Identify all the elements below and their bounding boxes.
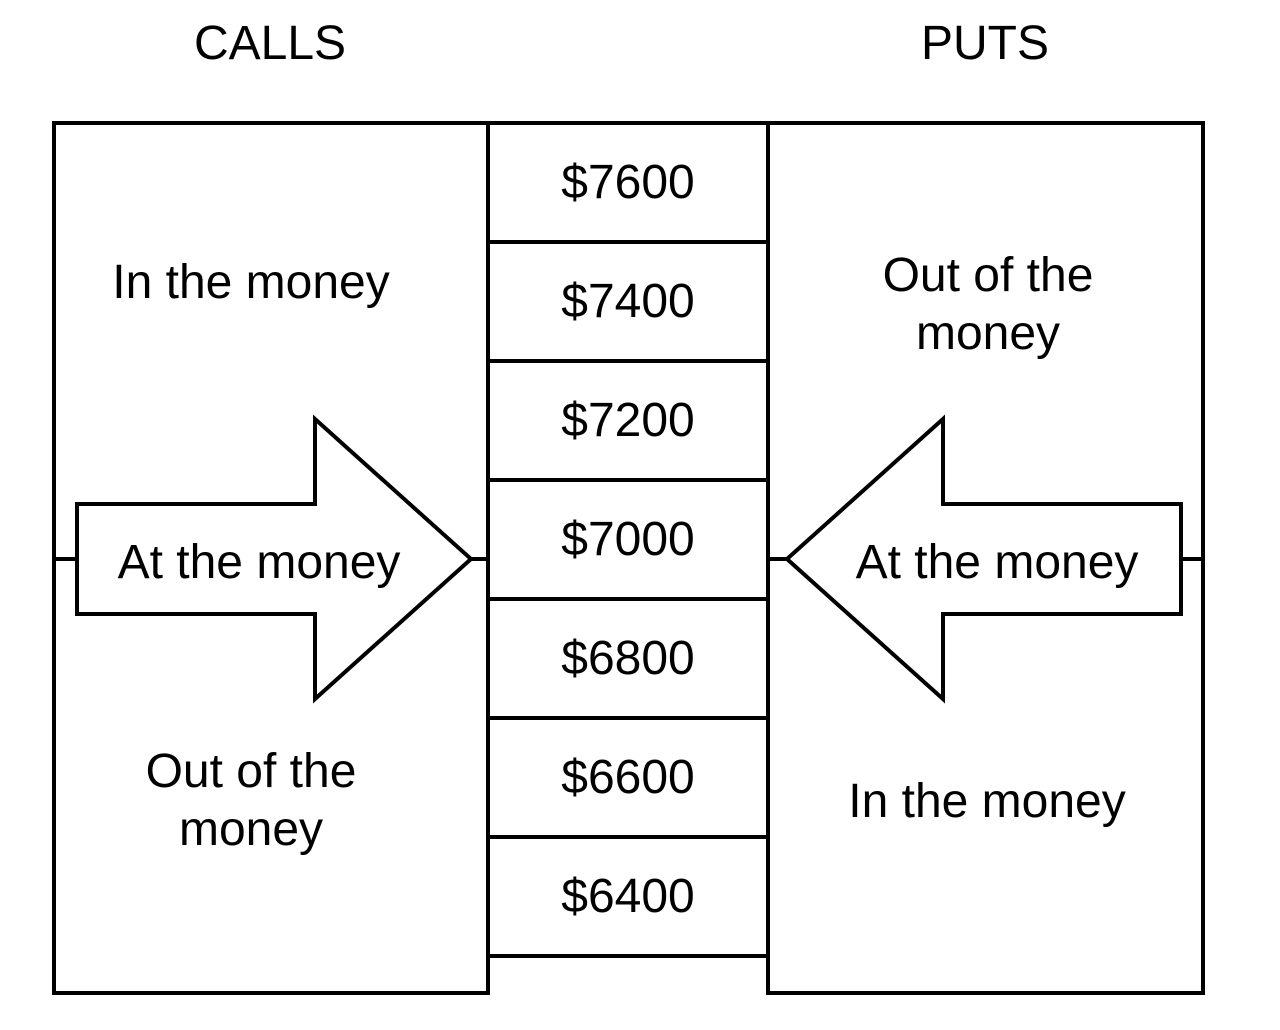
puts-at-the-money-arrow-icon xyxy=(784,414,1183,704)
calls-title: CALLS xyxy=(193,17,347,70)
strike-price-cell: $6800 xyxy=(561,632,695,685)
strike-cell-outline-6400 xyxy=(486,835,770,958)
calls-in-the-money-label: In the money xyxy=(112,256,390,309)
strike-price-cell: $7600 xyxy=(561,156,695,209)
calls-at-the-money-arrow-icon xyxy=(75,414,474,704)
strike-price-cell: $7400 xyxy=(561,275,695,328)
calls-out-of-the-money-label: Out of the money xyxy=(145,745,357,856)
puts-at-the-money-label: At the money xyxy=(855,536,1139,589)
puts-in-the-money-label: In the money xyxy=(848,775,1126,828)
puts-out-of-the-money-label: Out of the money xyxy=(882,249,1094,360)
strike-price-cell: $7000 xyxy=(561,513,695,566)
calls-at-the-money-label: At the money xyxy=(117,536,401,589)
strike-price-cell: $6600 xyxy=(561,751,695,804)
strike-price-cell: $7200 xyxy=(561,394,695,447)
strike-price-cell: $6400 xyxy=(561,870,695,923)
puts-title: PUTS xyxy=(920,17,1049,70)
